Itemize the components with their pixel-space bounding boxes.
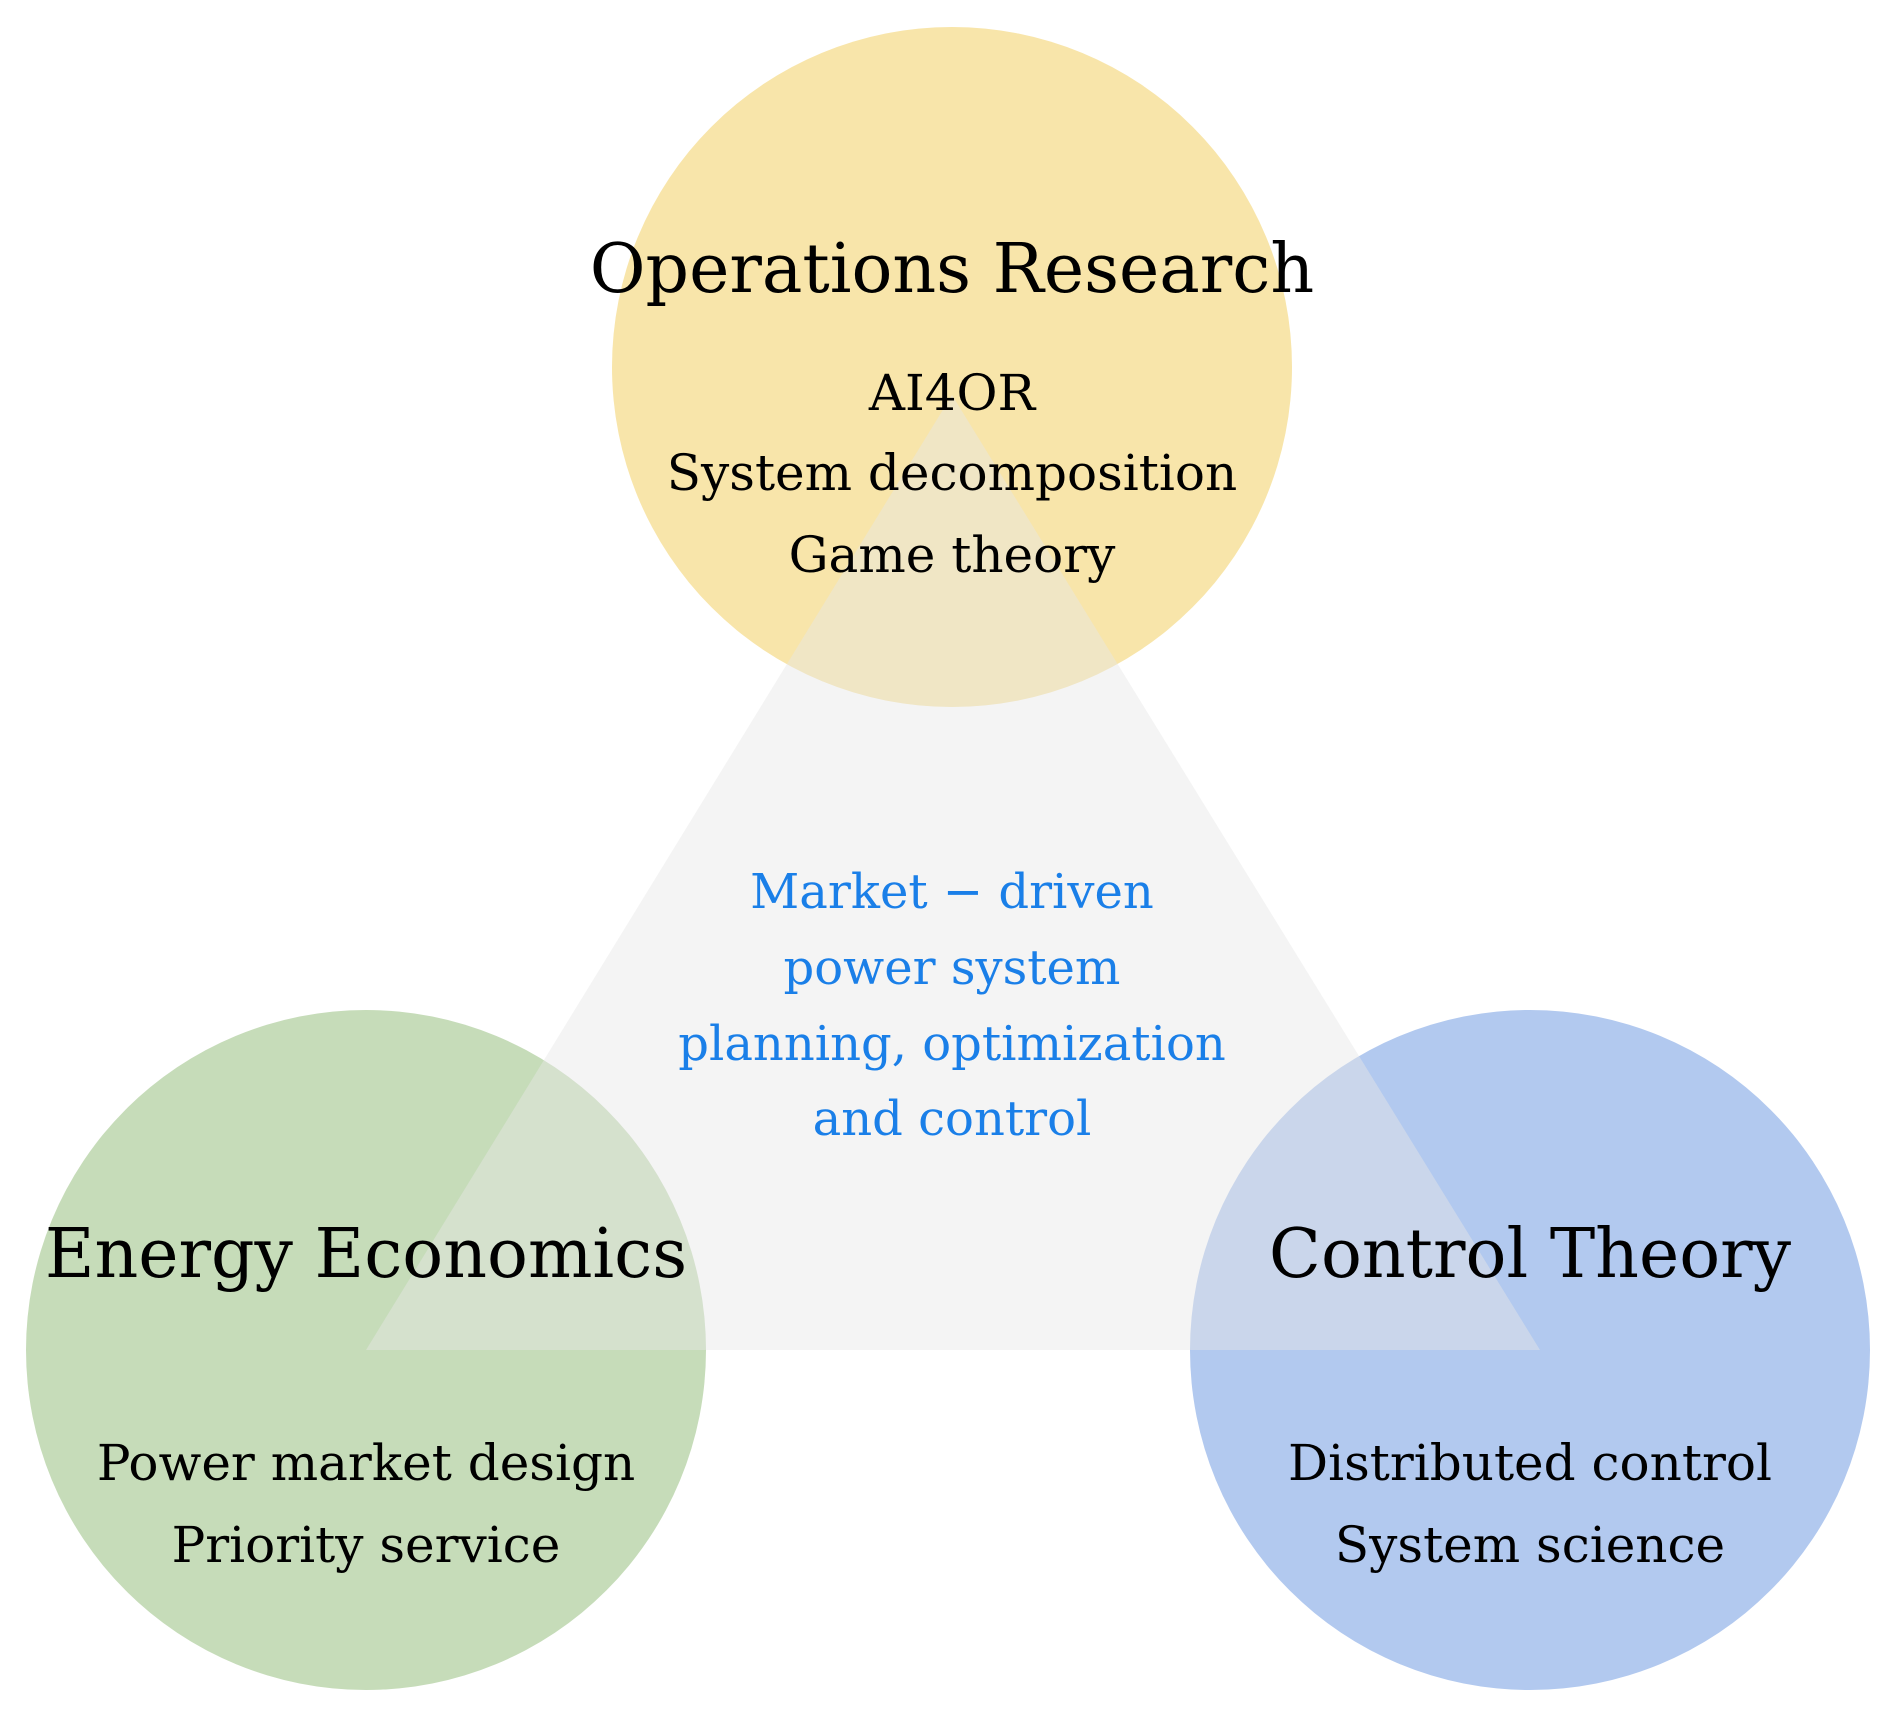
- control-theory-title: Control Theory: [1269, 1215, 1792, 1294]
- center-text-line-4: and control: [813, 1091, 1092, 1147]
- energy-economics-item-1: Power market design: [97, 1434, 635, 1492]
- operations-research-title: Operations Research: [590, 230, 1314, 309]
- energy-economics-circle: [26, 1010, 706, 1690]
- control-theory-item-2: System science: [1335, 1516, 1725, 1574]
- energy-economics-item-2: Priority service: [172, 1516, 561, 1574]
- center-text-line-3: planning, optimization: [678, 1016, 1226, 1072]
- operations-research-item-1: AI4OR: [868, 364, 1037, 422]
- operations-research-item-3: Game theory: [789, 526, 1117, 584]
- center-text-line-2: power system: [784, 940, 1121, 996]
- central-triangle: [366, 395, 1540, 1350]
- control-theory-item-1: Distributed control: [1288, 1434, 1772, 1492]
- operations-research-item-2: System decomposition: [667, 444, 1237, 502]
- center-text-line-1: Market − driven: [750, 864, 1154, 920]
- energy-economics-title: Energy Economics: [45, 1215, 687, 1294]
- control-theory-circle: [1190, 1010, 1870, 1690]
- operations-research-circle: [612, 27, 1292, 707]
